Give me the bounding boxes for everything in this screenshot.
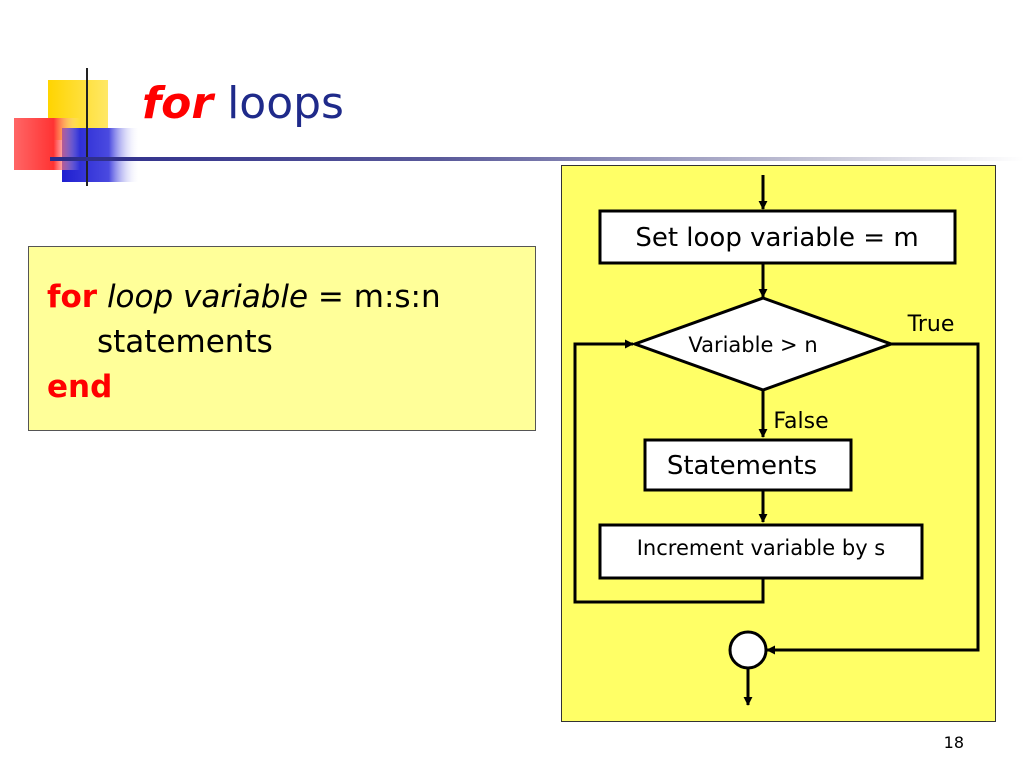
statements-box [643,438,853,492]
title-keyword: for [142,78,214,129]
loop-variable-text: loop variable [106,279,309,315]
decision-diamond [630,296,896,392]
syntax-line-for: for loop variable = m:s:n [47,275,517,320]
loop-back-line [573,339,765,604]
decision-label: Variable > n [688,333,817,357]
for-keyword: for [47,279,98,315]
set-loop-variable-box [598,209,957,265]
increment-box [598,523,924,580]
increment-label: Increment variable by s [637,536,886,560]
arrow-true [766,342,980,655]
title-rest: loops [213,78,344,129]
flowchart: Set loop variable = m Variable > n True … [573,175,980,706]
statements-label: Statements [667,451,817,481]
range-text: = m:s:n [308,279,441,315]
logo-red-square [14,118,80,170]
end-connector-circle [728,630,768,670]
syntax-box: for loop variable = m:s:n statements end [28,246,536,431]
page-number: 18 [943,733,964,752]
true-label: True [907,312,955,337]
slide-title: for loops [142,78,344,129]
title-underline [50,157,1024,161]
set-loop-variable-label: Set loop variable = m [635,223,918,253]
slide-logo [14,68,160,186]
end-keyword: end [47,369,113,405]
syntax-line-statements: statements [97,324,273,360]
false-label: False [773,409,828,434]
